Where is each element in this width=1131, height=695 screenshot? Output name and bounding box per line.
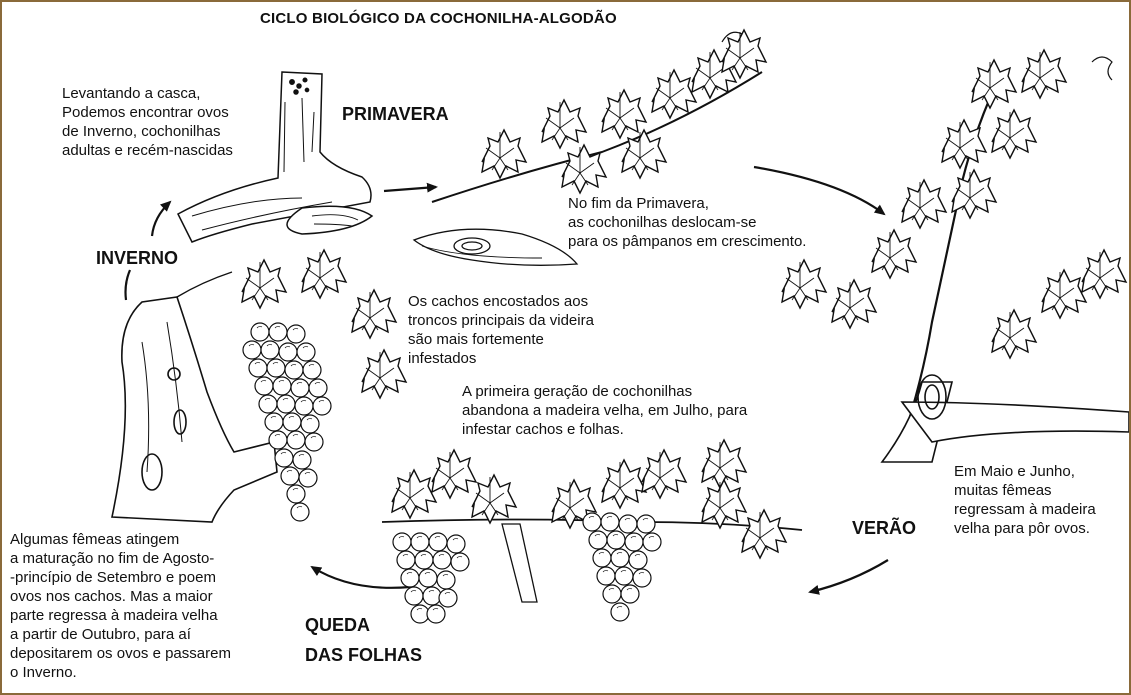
note-spring-end: No fim da Primavera, as cochonilhas desl… <box>568 194 806 251</box>
note-bunches: Os cachos encostados aos troncos princip… <box>408 292 594 368</box>
note-females: Algumas fêmeas atingem a maturação no fi… <box>10 530 231 682</box>
season-winter: INVERNO <box>96 246 178 270</box>
spring-shoot-drawing <box>432 30 766 202</box>
winter-grape-bunch <box>242 250 406 521</box>
season-summer: VERÃO <box>852 516 916 540</box>
arrow-winter-up <box>126 270 131 300</box>
winter-trunk-drawing <box>112 272 277 522</box>
arrow-winter-to-spring <box>384 187 436 191</box>
summer-vine-drawing <box>782 50 1129 462</box>
note-bark: Levantando a casca, Podemos encontrar ov… <box>62 84 233 160</box>
note-first-generation: A primeira geração de cochonilhas abando… <box>462 382 747 439</box>
note-may-june: Em Maio e Junho, muitas fêmeas regressam… <box>954 462 1096 538</box>
arrow-summer-to-autumn <box>810 560 888 592</box>
autumn-bunches-drawing <box>382 440 802 623</box>
season-spring: PRIMAVERA <box>342 102 449 126</box>
diagram-title: CICLO BIOLÓGICO DA COCHONILHA-ALGODÃO <box>260 10 617 27</box>
arrow-autumn-to-winter <box>312 567 410 588</box>
wood-piece-drawing <box>414 229 577 265</box>
arrow-to-winter-top <box>152 202 170 236</box>
season-autumn: QUEDA DAS FOLHAS <box>305 610 422 670</box>
